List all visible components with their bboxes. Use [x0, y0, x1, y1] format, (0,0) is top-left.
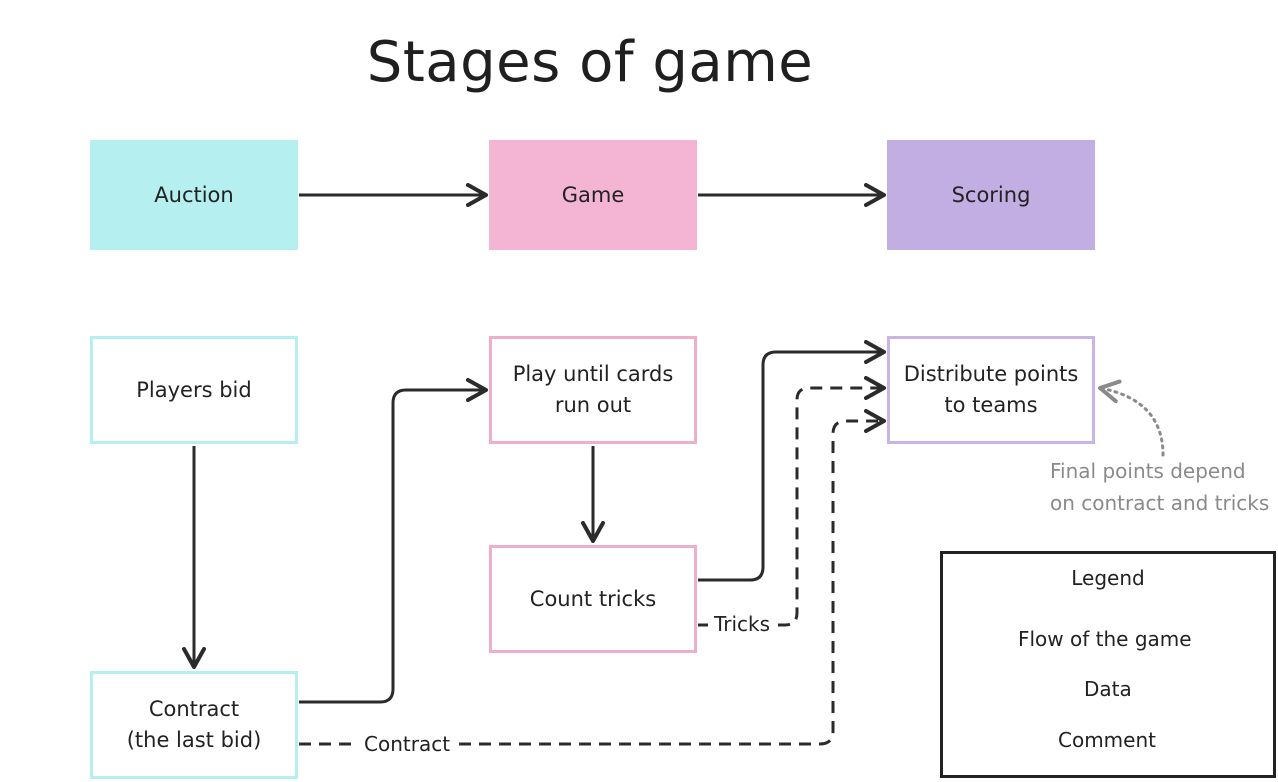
stage-game-label: Game: [561, 182, 625, 207]
step-count-tricks-label: Count tricks: [529, 586, 657, 611]
page-title: Stages of game: [366, 30, 814, 95]
arrow-count-to-distribute: [698, 340, 886, 582]
step-play-line1: Play until cards: [512, 362, 674, 386]
data-arrow-contract: [299, 409, 886, 746]
step-contract-line2: (the last bid): [126, 728, 262, 752]
step-contract-line1: Contract: [148, 697, 240, 721]
legend-comment-label: Comment: [1054, 728, 1160, 752]
comment-line1: Final points depend: [1050, 459, 1246, 483]
stage-auction[interactable]: Auction: [90, 140, 298, 250]
step-distribute-line2: to teams: [944, 393, 1038, 417]
stage-game[interactable]: Game: [489, 140, 697, 250]
data-arrow-tricks: [698, 376, 886, 627]
step-contract[interactable]: Contract (the last bid): [90, 671, 298, 779]
step-distribute-line1: Distribute points: [903, 362, 1079, 386]
step-count-tricks[interactable]: Count tricks: [489, 545, 697, 653]
edge-label-contract: Contract: [358, 732, 457, 756]
edge-label-tricks: Tricks: [708, 612, 777, 636]
stage-auction-label: Auction: [154, 182, 234, 207]
legend-title: Legend: [1071, 566, 1145, 590]
comment-line2: on contract and tricks: [1050, 491, 1270, 515]
arrow-contract-to-play: [299, 378, 488, 704]
step-players-bid[interactable]: Players bid: [90, 336, 298, 444]
stage-scoring[interactable]: Scoring: [887, 140, 1095, 250]
step-play[interactable]: Play until cards run out: [489, 336, 697, 444]
step-distribute[interactable]: Distribute points to teams: [887, 336, 1095, 444]
legend-flow-label: Flow of the game: [1014, 627, 1196, 651]
stage-scoring-label: Scoring: [951, 182, 1031, 207]
comment-note: Final points depend on contract and tric…: [1040, 455, 1276, 519]
legend-data-label: Data: [1080, 677, 1136, 701]
step-play-line2: run out: [554, 393, 632, 417]
comment-arrow: [1098, 379, 1165, 457]
step-players-bid-label: Players bid: [136, 377, 252, 402]
